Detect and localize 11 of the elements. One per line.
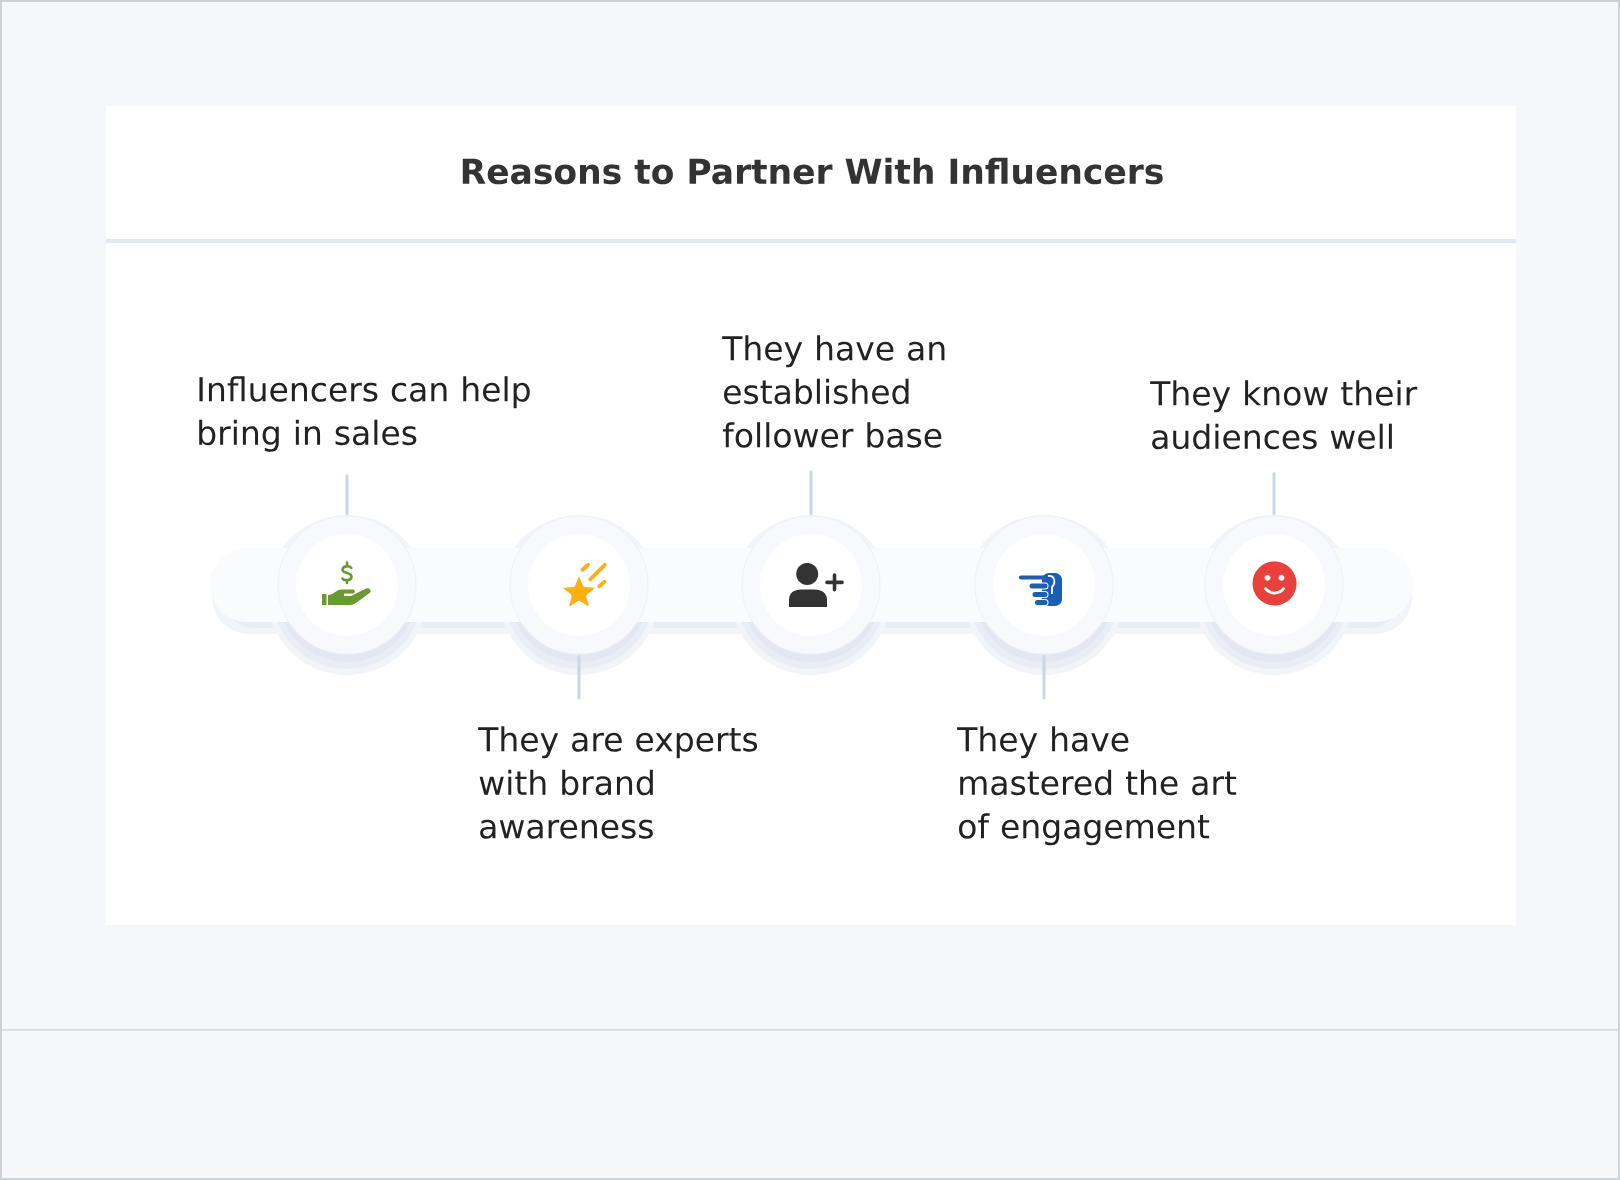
reason-text: Influencers can help bring in sales xyxy=(199,376,530,452)
leader-line xyxy=(1042,655,1046,700)
reason-text: They have mastered the art of engagement xyxy=(957,726,1237,846)
title: Reasons to Partner With Influencers xyxy=(462,157,1163,185)
leader-line xyxy=(809,470,813,515)
leader-line xyxy=(1272,471,1276,515)
reason-text: They know their audiences well xyxy=(1150,380,1418,450)
reason-text: They have an established follower base xyxy=(722,335,945,448)
leader-line xyxy=(577,655,581,700)
reason-text: They are experts with brand awareness xyxy=(478,726,758,839)
leader-line xyxy=(345,474,349,515)
